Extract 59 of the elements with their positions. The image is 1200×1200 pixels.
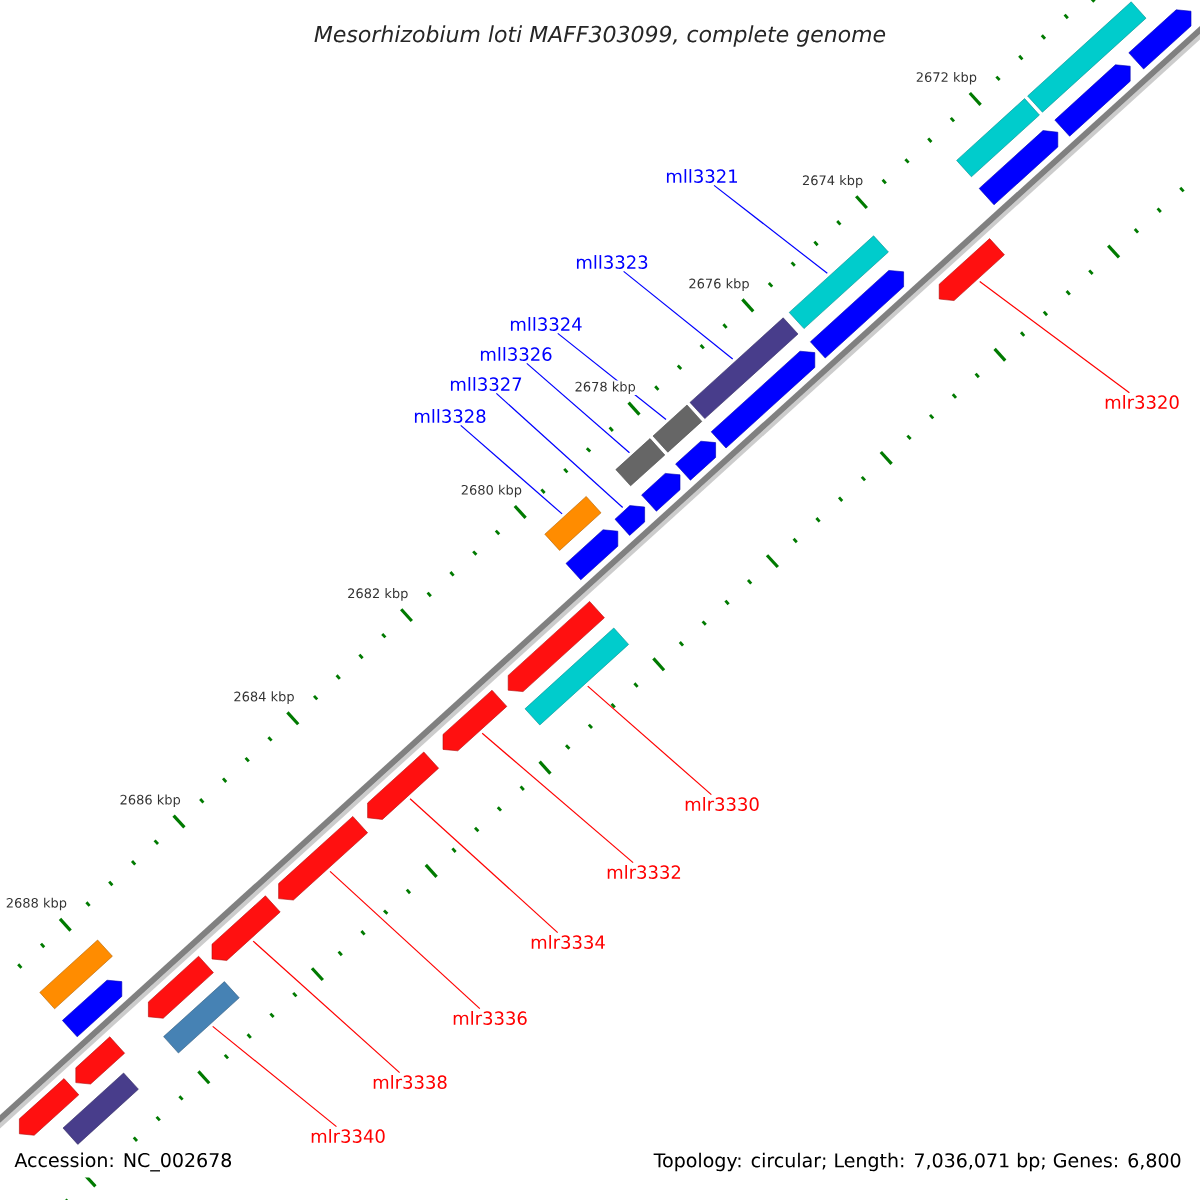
gene-block xyxy=(810,270,904,359)
leader-line xyxy=(557,332,667,421)
gene-box xyxy=(544,496,602,551)
gene-label: mlr3338 xyxy=(373,1075,447,1089)
leader-line xyxy=(409,798,559,934)
gene-label: mlr3320 xyxy=(1105,395,1179,409)
gene-block xyxy=(75,1036,125,1085)
gene-block xyxy=(565,529,619,581)
gene-label: mll3326 xyxy=(480,347,552,361)
gene-block xyxy=(978,130,1059,206)
gene-label: mlr3332 xyxy=(607,865,681,879)
leader-line xyxy=(979,280,1130,394)
gene-box xyxy=(62,1072,139,1145)
gene-label: mll3321 xyxy=(666,169,737,183)
gene-block xyxy=(1054,64,1131,137)
gene-block xyxy=(507,601,605,692)
gene-block xyxy=(614,505,645,536)
gene-block xyxy=(675,440,716,481)
gene-block xyxy=(148,955,214,1019)
gene-block xyxy=(938,238,1005,301)
gene-block xyxy=(19,1078,80,1136)
gene-label: mlr3330 xyxy=(685,797,759,811)
leader-line xyxy=(623,270,734,360)
leader-line xyxy=(460,424,563,515)
gene-label: mlr3340 xyxy=(311,1129,385,1143)
gene-block xyxy=(278,816,368,901)
gene-box xyxy=(39,939,113,1010)
gene-box xyxy=(524,627,629,726)
gene-label: mll3323 xyxy=(576,255,648,269)
gene-box xyxy=(615,438,666,487)
title: Mesorhizobium loti MAFF303099, complete genome xyxy=(314,25,886,47)
leader-line xyxy=(212,1025,338,1128)
gene-label: mll3324 xyxy=(510,317,582,331)
gene-box xyxy=(956,98,1040,178)
leader-line xyxy=(481,732,634,864)
gene-block xyxy=(211,895,281,961)
gene-box xyxy=(1027,1,1147,113)
gene-box xyxy=(689,317,799,419)
leader-line xyxy=(252,940,401,1074)
leader-line xyxy=(526,362,631,454)
leader-line xyxy=(329,870,481,1010)
gene-block xyxy=(442,689,508,752)
gene-block xyxy=(641,473,681,512)
gene-block xyxy=(710,350,816,449)
gene-block xyxy=(367,751,439,820)
gene-label: mlr3334 xyxy=(531,935,605,949)
gene-block xyxy=(1128,9,1192,70)
leader-line xyxy=(587,685,712,796)
gene-box xyxy=(163,981,240,1054)
gene-label: mll3327 xyxy=(450,377,522,391)
genome-stats-text: Topology: circular; Length: 7,036,071 bp; Genes: 6,800 xyxy=(647,1146,1188,1178)
leader-line xyxy=(495,392,624,509)
gene-box xyxy=(652,404,703,453)
gene-label: mll3328 xyxy=(414,409,486,423)
leader-line xyxy=(713,184,828,274)
gene-block xyxy=(62,979,123,1038)
gene-box xyxy=(788,235,889,329)
accession-text: Accession: NC_002678 xyxy=(8,1146,239,1178)
gene-label: mlr3336 xyxy=(453,1011,527,1025)
